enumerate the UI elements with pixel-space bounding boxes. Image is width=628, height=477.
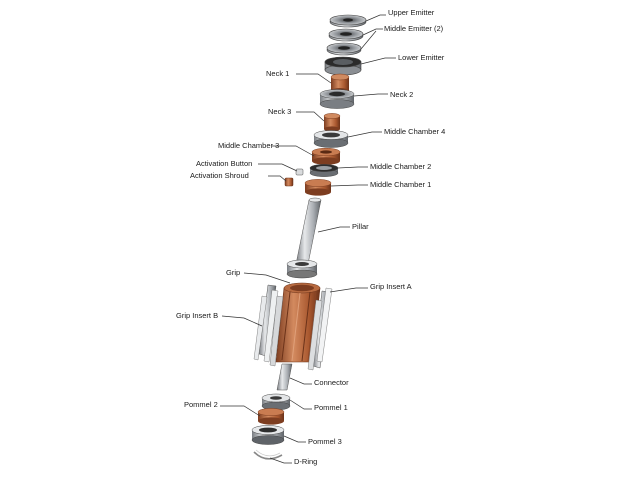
middle-chamber-3 [311,147,341,165]
leader-activation-shroud [268,175,287,182]
label-grip-insert-a: Grip Insert A [370,282,412,291]
leader-neck-2 [353,93,388,97]
label-activation-shroud: Activation Shroud [190,171,249,180]
pillar [295,197,322,265]
leader-middle-chamber-1 [330,184,368,187]
label-middle-chamber-1: Middle Chamber 1 [370,180,432,189]
leader-middle-chamber-3 [272,145,315,157]
leader-grip-insert-a [329,287,368,293]
leader-pommel-1 [289,399,312,410]
leader-lines [220,14,396,464]
lower-emitter [324,56,362,76]
neck-3 [323,113,341,132]
label-neck-3: Neck 3 [268,107,292,116]
label-pommel-1: Pommel 1 [314,403,348,412]
pommel-3 [251,425,285,445]
leader-middle-emitter-a [362,28,383,36]
leader-grip-insert-b [221,315,263,327]
leader-pillar [317,226,350,233]
label-grip-insert-b: Grip Insert B [176,311,219,320]
neck-2 [319,89,355,109]
d-ring [253,449,283,460]
label-activation-button: Activation Button [196,159,253,168]
leader-pommel-3 [283,435,306,443]
middle-chamber-2 [309,164,339,177]
middle-chamber-1 [304,179,332,196]
middle-emitter-b [326,42,362,56]
middle-chamber-4 [313,130,349,148]
leader-lower-emitter [360,57,396,65]
label-pommel-3: Pommel 3 [308,437,342,446]
pommel-2 [257,408,285,425]
label-pommel-2: Pommel 2 [184,400,218,409]
label-pillar: Pillar [352,222,369,231]
label-middle-emitter-2: Middle Emitter (2) [384,24,444,33]
leader-middle-chamber-2 [337,166,368,169]
leader-upper-emitter [365,14,386,22]
label-upper-emitter: Upper Emitter [388,8,435,17]
label-middle-chamber-3: Middle Chamber 3 [218,141,280,150]
leader-middle-chamber-4 [347,131,382,138]
grip-insert-a [307,287,333,371]
leader-activation-button [258,163,298,172]
leader-d-ring [269,457,292,464]
label-middle-chamber-2: Middle Chamber 2 [370,162,432,171]
leader-connector [289,377,312,385]
label-grip: Grip [226,268,241,277]
leader-middle-emitter-b [360,30,377,50]
label-neck-2: Neck 2 [390,90,414,99]
pommel-1 [261,393,291,411]
leader-grip [243,272,291,284]
label-neck-1: Neck 1 [266,69,290,78]
grip-insert-b [253,284,284,367]
leader-neck-3 [296,111,325,122]
activation-shroud [284,177,294,187]
grip [275,282,321,363]
activation-button [295,168,304,176]
label-connector: Connector [314,378,349,387]
label-middle-chamber-4: Middle Chamber 4 [384,127,446,136]
leader-neck-1 [296,73,332,84]
middle-emitter-a [328,28,364,42]
label-d-ring: D-Ring [294,457,318,466]
leader-pommel-2 [220,405,261,417]
upper-emitter [329,14,367,28]
label-lower-emitter: Lower Emitter [398,53,445,62]
grip-top-cap [286,259,318,279]
connector [276,363,293,391]
